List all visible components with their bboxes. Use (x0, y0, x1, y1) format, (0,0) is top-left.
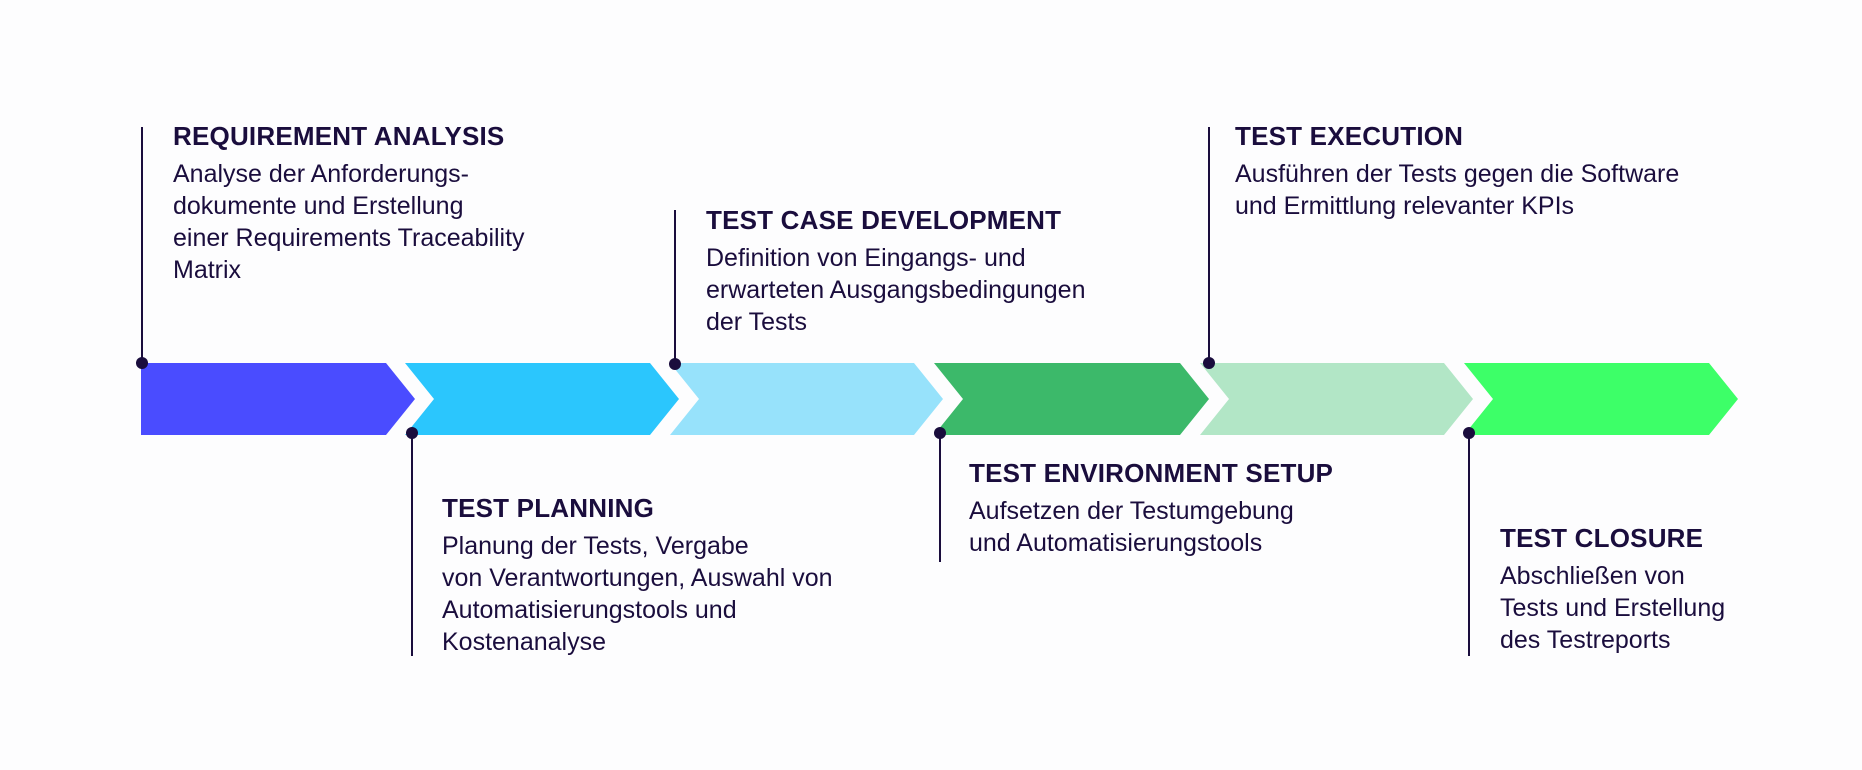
connector-dot-test-execution (1203, 357, 1215, 369)
phase-title: TEST PLANNING (442, 493, 655, 523)
phase-description: Planung der Tests, Vergabe von Verantwor… (442, 532, 833, 656)
phase-description: Abschließen von Tests und Erstellung des… (1500, 562, 1726, 654)
phase-title: TEST EXECUTION (1235, 121, 1464, 151)
connector-dot-test-case-development (669, 358, 681, 370)
connector-dot-test-planning (406, 427, 418, 439)
connector-dot-test-environment-setup (934, 427, 946, 439)
phase-test-environment-setup: TEST ENVIRONMENT SETUP Aufsetzen der Tes… (969, 457, 1333, 559)
arrow-test-execution (1200, 363, 1473, 435)
phase-title: TEST CASE DEVELOPMENT (706, 205, 1062, 235)
arrow-test-case-development (670, 363, 943, 435)
phase-title: TEST ENVIRONMENT SETUP (969, 458, 1334, 488)
arrow-requirement-analysis (141, 363, 415, 435)
phase-test-planning: TEST PLANNING Planung der Tests, Vergabe… (442, 492, 833, 658)
phase-requirement-analysis: REQUIREMENT ANALYSIS Analyse der Anforde… (173, 120, 525, 286)
arrow-test-environment-setup (934, 363, 1209, 435)
phase-description: Ausführen der Tests gegen die Software u… (1235, 160, 1680, 220)
phase-title: REQUIREMENT ANALYSIS (173, 121, 505, 151)
phase-description: Analyse der Anforderungs- dokumente und … (173, 160, 525, 284)
arrow-test-closure (1464, 363, 1738, 435)
phase-test-execution: TEST EXECUTION Ausführen der Tests gegen… (1235, 120, 1679, 222)
phase-description: Aufsetzen der Testumgebung und Automatis… (969, 497, 1294, 557)
connector-dot-test-closure (1463, 427, 1475, 439)
phase-title: TEST CLOSURE (1500, 523, 1704, 553)
connector-dot-requirement-analysis (136, 357, 148, 369)
arrow-test-planning (405, 363, 679, 435)
phase-test-case-development: TEST CASE DEVELOPMENT Definition von Ein… (706, 204, 1085, 338)
phase-test-closure: TEST CLOSURE Abschließen von Tests und E… (1500, 522, 1725, 656)
phase-description: Definition von Eingangs- und erwarteten … (706, 244, 1086, 336)
